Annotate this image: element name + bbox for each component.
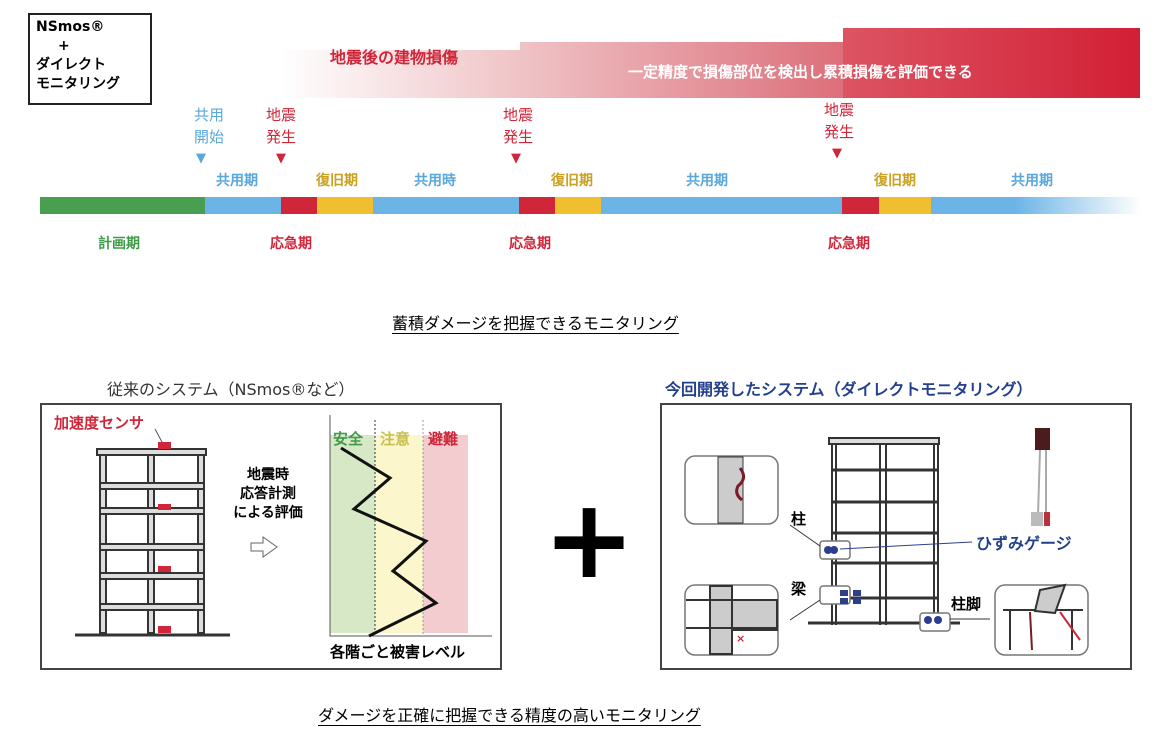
strain-gauge-photo bbox=[1031, 428, 1050, 526]
phase-label: 共用期 bbox=[686, 173, 728, 189]
marker-use-start: 共用開始▼ bbox=[194, 104, 224, 170]
right-panel bbox=[660, 403, 1132, 670]
left-panel bbox=[40, 403, 502, 670]
logo-line: NSmos® bbox=[36, 19, 105, 35]
phase-label: 共用期 bbox=[1011, 173, 1053, 189]
damage-line bbox=[340, 446, 439, 638]
phase-label: 復旧期 bbox=[316, 173, 358, 189]
left-panel-title: 従来のシステム（NSmos®など） bbox=[107, 380, 355, 399]
banner-right-text: 一定精度で損傷部位を検出し累積損傷を評価できる bbox=[628, 63, 973, 81]
marker-earthquake: 地震発生▼ bbox=[503, 104, 533, 170]
leader-line bbox=[789, 599, 821, 621]
phase-label: 共用時 bbox=[414, 173, 456, 189]
triangle-down-icon: ▼ bbox=[511, 151, 521, 166]
marker-earthquake: 地震発生▼ bbox=[266, 104, 296, 170]
leader-line bbox=[789, 524, 821, 547]
caption-bottom: ダメージを正確に把握できる精度の高いモニタリング bbox=[318, 706, 701, 725]
building-icon bbox=[75, 448, 230, 637]
leader-line bbox=[154, 428, 163, 443]
sensor-label: 加速度センサ bbox=[54, 414, 145, 432]
logo-box: NSmos® + ダイレクト モニタリング bbox=[28, 13, 152, 105]
phase-label: 復旧期 bbox=[874, 173, 916, 189]
plus-icon: + bbox=[543, 475, 636, 603]
phase-label: 復旧期 bbox=[551, 173, 593, 189]
buckling-mark bbox=[735, 467, 745, 502]
sensor-icon bbox=[158, 442, 171, 633]
triangle-down-icon: ▼ bbox=[196, 151, 206, 166]
logo-line: ダイレクト bbox=[36, 57, 106, 73]
gauge-leader-line bbox=[839, 541, 973, 550]
marker-earthquake: 地震発生▼ bbox=[824, 99, 854, 165]
beam-label: 梁 bbox=[791, 580, 807, 598]
caption-top: 蓄積ダメージを把握できるモニタリング bbox=[392, 314, 679, 333]
logo-line: + bbox=[58, 38, 70, 54]
banner-left-text: 地震後の建物損傷 bbox=[330, 48, 459, 67]
phase-label: 共用期 bbox=[216, 173, 258, 189]
phase-label: 応急期 bbox=[828, 236, 870, 252]
eval-text: 地震時応答計測による評価 bbox=[233, 467, 303, 521]
column-base-label: 柱脚 bbox=[951, 595, 982, 613]
triangle-down-icon: ▼ bbox=[832, 146, 842, 161]
zone-evacuate: 避難 bbox=[428, 430, 459, 448]
column-label: 柱 bbox=[791, 510, 807, 528]
crack-x-icon: × bbox=[736, 632, 745, 645]
strain-gauge-label: ひずみゲージ bbox=[976, 534, 1072, 553]
phase-label: 計画期 bbox=[98, 236, 140, 252]
beam-detail bbox=[686, 585, 778, 655]
right-panel-title: 今回開発したシステム（ダイレクトモニタリング） bbox=[665, 380, 1033, 399]
arrow-right-icon bbox=[250, 536, 278, 558]
column-detail bbox=[717, 456, 744, 524]
damage-chart bbox=[329, 415, 492, 638]
zone-safe: 安全 bbox=[333, 430, 364, 448]
damage-banner bbox=[280, 28, 1140, 98]
zone-caution: 注意 bbox=[380, 430, 411, 448]
phase-label: 応急期 bbox=[509, 236, 551, 252]
phase-label: 応急期 bbox=[270, 236, 312, 252]
triangle-down-icon: ▼ bbox=[276, 151, 286, 166]
logo-line: モニタリング bbox=[36, 76, 120, 92]
strain-gauge-icon bbox=[824, 546, 942, 624]
base-detail bbox=[1003, 583, 1083, 651]
chart-axis-label: 各階ごと被害レベル bbox=[330, 643, 466, 661]
